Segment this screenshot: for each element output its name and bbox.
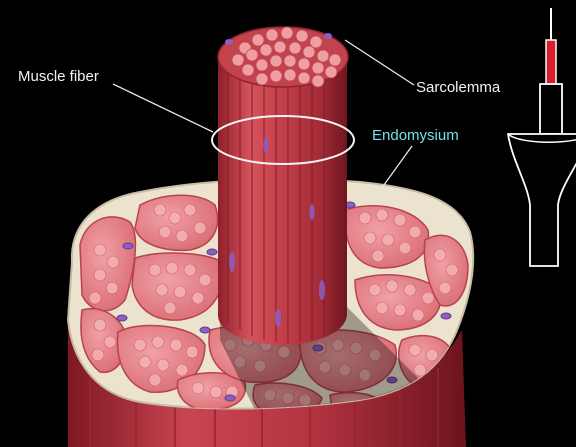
label-endomysium: Endomysium xyxy=(372,127,459,144)
muscle-fiber-cylinder xyxy=(218,27,348,345)
probe-icon xyxy=(508,8,576,266)
label-muscle-fiber: Muscle fiber xyxy=(18,68,99,85)
label-sarcolemma: Sarcolemma xyxy=(416,79,501,96)
